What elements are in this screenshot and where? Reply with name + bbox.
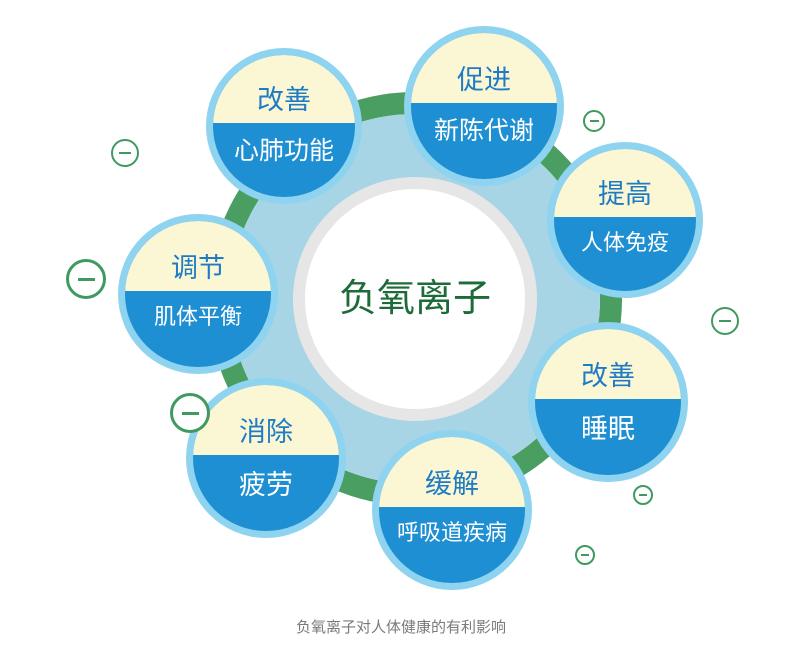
benefit-node-verb: 改善 — [213, 55, 355, 124]
minus-ion-icon — [583, 110, 605, 132]
center-circle — [305, 189, 525, 409]
benefit-node-object: 人体免疫 — [580, 231, 669, 257]
benefit-node-object: 呼吸道疾病 — [396, 521, 507, 547]
minus-ion-icon — [711, 307, 739, 335]
center-label: 负氧离子 — [338, 276, 491, 320]
benefit-node-metabolism: 促进 新陈代谢 — [404, 26, 564, 186]
benefit-node-fatigue: 消除 疲劳 — [186, 378, 346, 538]
benefit-node-object: 睡眠 — [581, 414, 635, 446]
benefit-node-inner: 缓解 呼吸道疾病 — [379, 437, 525, 583]
benefit-node-object: 疲劳 — [239, 470, 293, 502]
benefit-node-object: 心肺功能 — [233, 136, 334, 166]
benefit-node-heart-lung: 改善 心肺功能 — [206, 48, 362, 204]
benefit-node-verb: 促进 — [411, 33, 557, 104]
benefit-node-inner: 促进 新陈代谢 — [411, 33, 557, 179]
figure-caption: 负氧离子对人体健康的有利影响 — [295, 618, 506, 636]
benefit-node-immunity: 提高 人体免疫 — [547, 142, 703, 298]
minus-ion-icon — [170, 393, 210, 433]
minus-ion-icon — [111, 139, 139, 167]
benefit-node-balance: 调节 肌体平衡 — [118, 214, 278, 374]
benefit-node-inner: 提高 人体免疫 — [554, 149, 696, 291]
benefit-node-inner: 消除 疲劳 — [193, 385, 339, 531]
benefit-node-respiratory: 缓解 呼吸道疾病 — [372, 430, 532, 590]
benefit-node-inner: 改善 心肺功能 — [213, 55, 355, 197]
benefit-node-inner: 调节 肌体平衡 — [125, 221, 271, 367]
minus-ion-icon — [575, 545, 595, 565]
benefit-node-object: 肌体平衡 — [153, 305, 242, 331]
benefit-node-object: 新陈代谢 — [433, 116, 534, 146]
benefit-node-verb: 缓解 — [379, 437, 525, 508]
benefit-node-verb: 消除 — [193, 385, 339, 456]
benefit-node-inner: 改善 睡眠 — [535, 329, 681, 475]
benefit-node-sleep: 改善 睡眠 — [528, 322, 688, 482]
benefit-node-verb: 调节 — [125, 221, 271, 292]
benefit-node-verb: 提高 — [554, 149, 696, 218]
benefit-node-verb: 改善 — [535, 329, 681, 400]
minus-ion-icon — [633, 485, 653, 505]
minus-ion-icon — [66, 259, 106, 299]
